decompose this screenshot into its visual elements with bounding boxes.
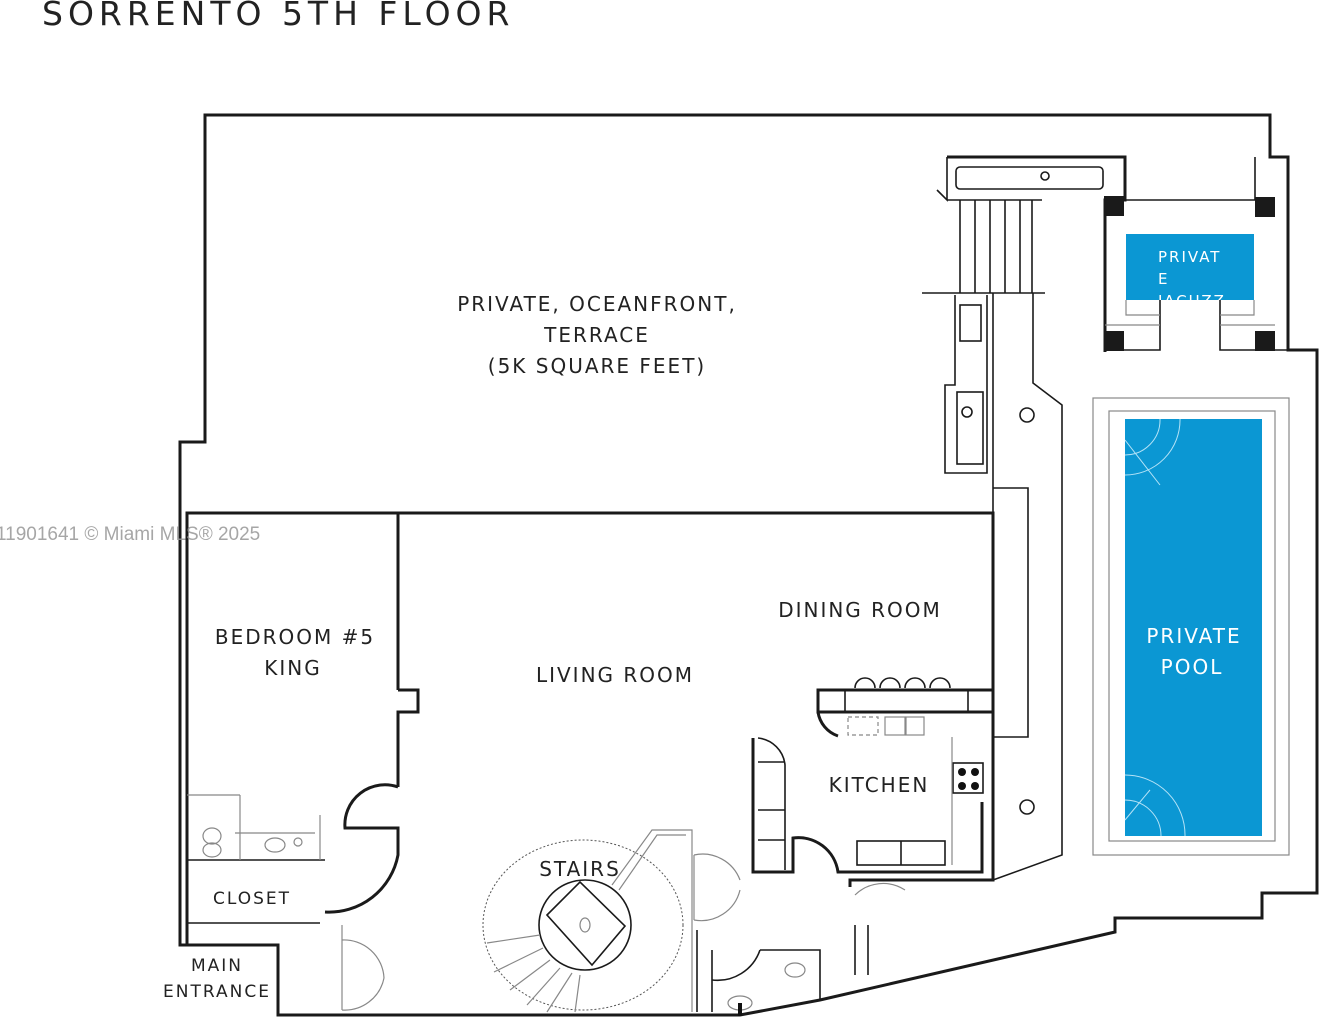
jacuzzi-label-2: E (1158, 270, 1169, 288)
closet-label: CLOSET (213, 889, 291, 909)
jacuzzi-water (1126, 234, 1254, 300)
kitchen-label: KITCHEN (829, 773, 930, 797)
entrance-label-1: MAIN (191, 956, 243, 976)
terrace-label-1: PRIVATE, OCEANFRONT, (457, 292, 737, 316)
pool-water (1125, 419, 1262, 836)
stairs-label: STAIRS (539, 857, 621, 881)
jacuzzi-label-3: JACUZZ (1157, 292, 1226, 310)
bedroom-label-1: BEDROOM #5 (215, 625, 375, 649)
dining-room-label: DINING ROOM (778, 598, 942, 622)
jacuzzi-label-1: PRIVAT (1158, 248, 1221, 266)
stairs-outline (482, 839, 684, 1011)
bedroom-label-2: KING (264, 656, 321, 680)
entrance-label-2: ENTRANCE (163, 982, 271, 1002)
pool-label-2: POOL (1161, 655, 1224, 679)
living-room-label: LIVING ROOM (536, 663, 694, 687)
terrace-label-2: TERRACE (543, 323, 650, 347)
watermark: 11901641 © Miami MLS® 2025 (0, 524, 261, 545)
bedroom-door-arc (324, 783, 400, 914)
pool-label-1: PRIVATE (1146, 624, 1241, 648)
plan-title: SORRENTO 5TH FLOOR (42, 0, 515, 33)
terrace-label-3: (5K SQUARE FEET) (488, 354, 706, 378)
outer-wall (178, 113, 1319, 1017)
